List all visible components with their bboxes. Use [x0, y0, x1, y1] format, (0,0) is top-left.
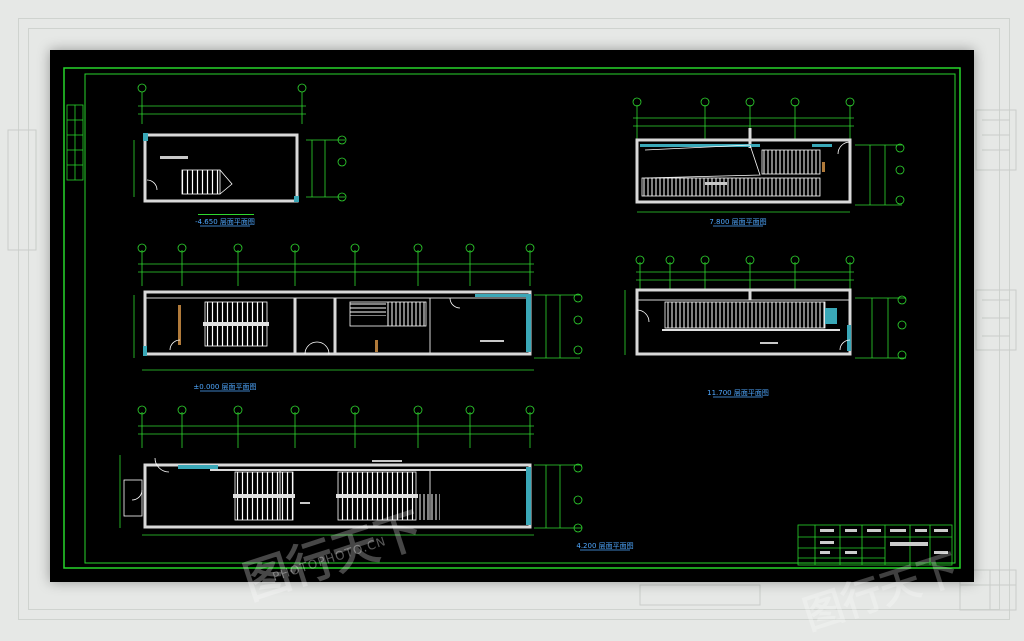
title-block	[797, 524, 953, 566]
plan-b-caption: ±0.000 层面平面图	[193, 383, 256, 391]
plan-e-caption: 11.700 层面平面图	[707, 389, 769, 397]
title-block-marks	[820, 529, 948, 554]
background-frame-outline	[18, 18, 1010, 620]
plan-d: 7.800 层面平面图	[632, 97, 905, 227]
cad-drawing: -4.650 层面平面图	[63, 67, 961, 569]
plan-e: 11.700 层面平面图	[624, 255, 907, 398]
plan-c-caption: 4.200 层面平面图	[576, 542, 633, 550]
plan-d-caption: 7.800 层面平面图	[709, 218, 766, 226]
background-frame-inner	[28, 28, 1000, 610]
drawing-border-outer	[63, 67, 961, 569]
plan-a: -4.650 层面平面图	[133, 83, 347, 227]
plan-b: ±0.000 层面平面图	[133, 243, 583, 392]
plan-c: 4.200 层面平面图	[119, 405, 634, 551]
plan-a-caption: -4.650 层面平面图	[195, 218, 255, 226]
cad-drawing-sheet: -4.650 层面平面图	[50, 50, 974, 582]
drawing-border-inner	[84, 73, 956, 564]
binding-strip	[66, 104, 84, 181]
